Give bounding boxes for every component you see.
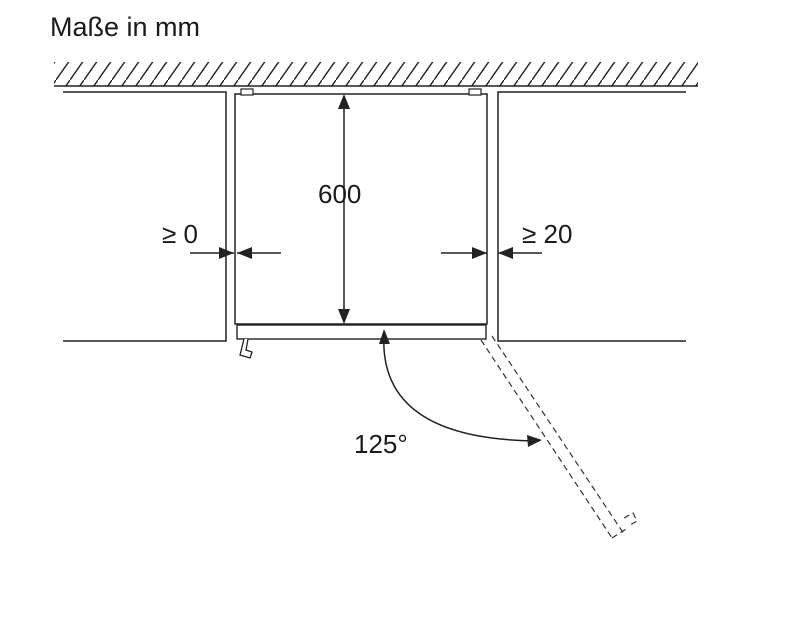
right-cabinet (497, 91, 686, 342)
appliance-body (234, 88, 488, 325)
door-angle-arc (379, 329, 542, 447)
left-cabinet (63, 91, 227, 342)
depth-label: 600 (318, 179, 361, 209)
depth-dimension-line (338, 94, 350, 324)
open-door-outline (480, 335, 638, 539)
ceiling-wall (54, 62, 698, 87)
left-gap-dimension (190, 247, 281, 259)
appliance-door (236, 324, 487, 340)
door-handle (239, 338, 253, 359)
right-gap-dimension (441, 247, 542, 259)
door-angle-label: 125° (354, 429, 408, 459)
right-gap-label: ≥ 20 (522, 219, 572, 249)
units-title: Maße in mm (50, 12, 200, 42)
left-gap-label: ≥ 0 (162, 219, 198, 249)
